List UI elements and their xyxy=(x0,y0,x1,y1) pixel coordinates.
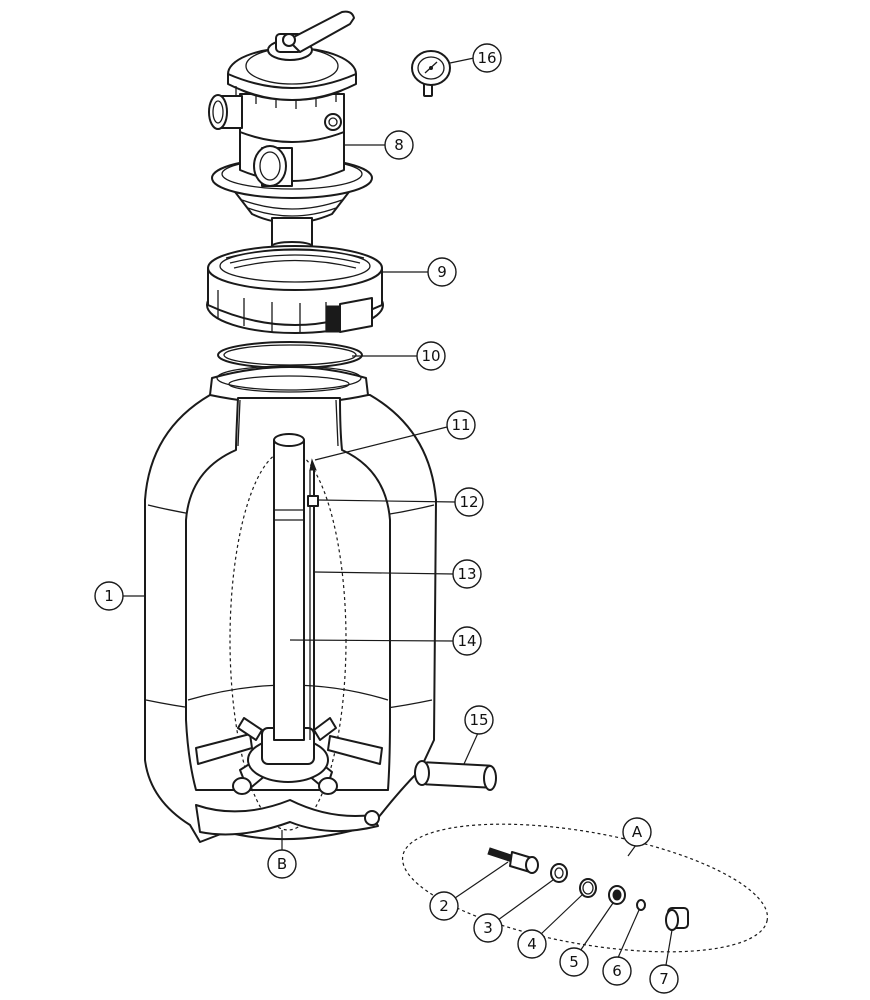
callout-1: 1 xyxy=(94,581,124,611)
callout-label: 3 xyxy=(483,919,493,937)
callout-label: 15 xyxy=(469,711,488,729)
callout-label: 6 xyxy=(612,962,622,980)
multiport-valve xyxy=(208,10,373,251)
callout-6: 6 xyxy=(602,956,632,986)
callout-12: 12 xyxy=(454,487,484,517)
standpipe-assembly xyxy=(195,433,383,795)
callout-label: 5 xyxy=(569,953,579,971)
closure-ring xyxy=(206,245,384,334)
callout-label: 16 xyxy=(477,49,496,67)
callout-label: B xyxy=(277,855,287,873)
callout-15: 15 xyxy=(464,705,494,735)
callout-label: 14 xyxy=(457,632,476,650)
drain-kit xyxy=(401,823,769,953)
callout-9: 9 xyxy=(427,257,457,287)
callout-label: 9 xyxy=(437,263,447,281)
callout-label: A xyxy=(632,823,643,841)
callout-8: 8 xyxy=(384,130,414,160)
callout-a: A xyxy=(622,817,652,847)
callout-label: 4 xyxy=(527,935,537,953)
callout-4: 4 xyxy=(517,929,547,959)
callout-label: 1 xyxy=(104,587,114,605)
callout-label: 11 xyxy=(451,416,470,434)
callout-label: 7 xyxy=(659,970,669,988)
callout-10: 10 xyxy=(416,341,446,371)
callout-label: 2 xyxy=(439,897,449,915)
callout-11: 11 xyxy=(446,410,476,440)
callout-7: 7 xyxy=(649,964,679,994)
callout-3: 3 xyxy=(473,913,503,943)
callout-14: 14 xyxy=(452,626,482,656)
callout-label: 10 xyxy=(421,347,440,365)
callout-13: 13 xyxy=(452,559,482,589)
pressure-gauge xyxy=(411,50,451,97)
callout-label: 8 xyxy=(394,136,404,154)
callout-16: 16 xyxy=(472,43,502,73)
callout-label: 13 xyxy=(457,565,476,583)
drain-pipe xyxy=(414,760,497,791)
leader-lines xyxy=(122,57,673,966)
callout-2: 2 xyxy=(429,891,459,921)
callout-label: 12 xyxy=(459,493,478,511)
callout-5: 5 xyxy=(559,947,589,977)
callout-b: B xyxy=(267,849,297,879)
o-ring xyxy=(217,341,363,369)
